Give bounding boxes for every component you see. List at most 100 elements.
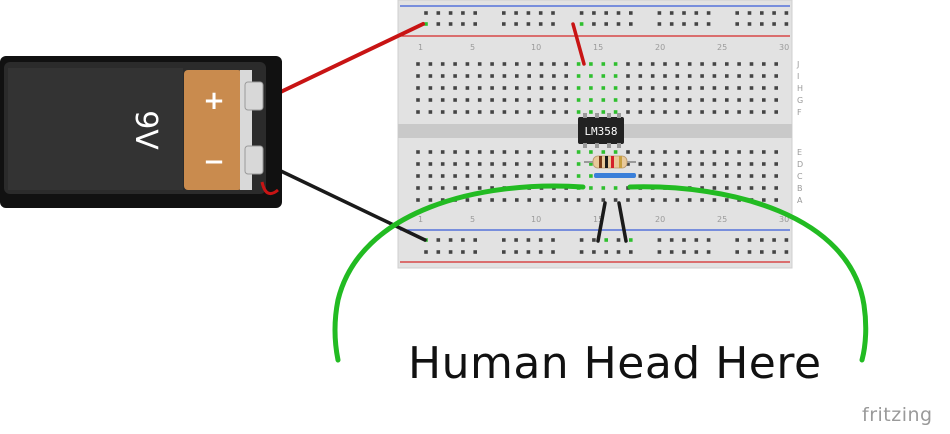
breadboard-hole[interactable] [477, 186, 482, 190]
rail-hole[interactable] [436, 238, 441, 242]
rail-hole[interactable] [551, 11, 555, 15]
rail-hole[interactable] [448, 238, 453, 242]
breadboard-hole[interactable] [539, 62, 544, 66]
breadboard-hole[interactable] [440, 186, 445, 190]
rail-hole[interactable] [461, 250, 465, 254]
breadboard-hole[interactable] [712, 186, 717, 190]
breadboard-hole[interactable] [502, 198, 507, 202]
breadboard-hole[interactable] [626, 198, 630, 202]
breadboard-hole[interactable] [725, 174, 729, 178]
battery-9v[interactable]: + − 9V [0, 56, 282, 208]
breadboard-hole[interactable] [477, 174, 482, 178]
breadboard-hole[interactable] [453, 150, 457, 154]
breadboard-hole[interactable] [712, 98, 717, 102]
rail-hole[interactable] [526, 250, 531, 254]
black-jumper-left[interactable] [596, 201, 607, 243]
breadboard-hole[interactable] [626, 98, 630, 102]
breadboard-hole[interactable] [477, 98, 482, 102]
breadboard-hole[interactable] [552, 62, 556, 66]
breadboard-hole[interactable] [700, 162, 704, 166]
rail-hole[interactable] [526, 22, 531, 26]
breadboard-hole[interactable] [440, 110, 445, 114]
breadboard-hole[interactable] [601, 62, 606, 66]
breadboard-hole[interactable] [601, 198, 606, 202]
breadboard-hole[interactable] [477, 62, 482, 66]
breadboard-hole[interactable] [539, 174, 544, 178]
breadboard-hole[interactable] [416, 174, 420, 178]
breadboard-hole[interactable] [465, 186, 470, 190]
breadboard-hole[interactable] [527, 198, 531, 202]
rail-hole[interactable] [514, 11, 518, 15]
breadboard-hole[interactable] [576, 162, 581, 166]
rail-hole[interactable] [706, 250, 711, 254]
breadboard-hole[interactable] [725, 62, 729, 66]
breadboard-hole[interactable] [477, 150, 482, 154]
breadboard-hole[interactable] [749, 86, 754, 90]
breadboard-hole[interactable] [725, 110, 729, 114]
rail-hole[interactable] [526, 238, 531, 242]
breadboard-hole[interactable] [589, 74, 593, 78]
breadboard-hole[interactable] [564, 162, 568, 166]
breadboard-hole[interactable] [650, 62, 655, 66]
breadboard-hole[interactable] [613, 186, 618, 190]
breadboard-hole[interactable] [416, 186, 420, 190]
rail-hole[interactable] [735, 11, 739, 15]
rail-hole[interactable] [694, 11, 699, 15]
breadboard-hole[interactable] [650, 174, 655, 178]
breadboard-hole[interactable] [675, 86, 680, 90]
breadboard-hole[interactable] [440, 174, 445, 178]
breadboard-hole[interactable] [712, 174, 717, 178]
breadboard-hole[interactable] [539, 150, 544, 154]
breadboard-hole[interactable] [737, 74, 741, 78]
breadboard-hole[interactable] [675, 110, 680, 114]
breadboard-hole[interactable] [613, 86, 618, 90]
breadboard-hole[interactable] [712, 110, 717, 114]
rail-hole[interactable] [784, 238, 789, 242]
rail-hole[interactable] [514, 250, 518, 254]
breadboard-hole[interactable] [675, 198, 680, 202]
breadboard-hole[interactable] [552, 162, 556, 166]
breadboard-hole[interactable] [749, 186, 754, 190]
breadboard-hole[interactable] [650, 98, 655, 102]
breadboard-hole[interactable] [416, 98, 420, 102]
rail-hole[interactable] [473, 22, 477, 26]
breadboard-hole[interactable] [774, 198, 778, 202]
breadboard-hole[interactable] [687, 86, 692, 90]
breadboard-hole[interactable] [428, 198, 433, 202]
rail-hole[interactable] [657, 11, 662, 15]
breadboard-hole[interactable] [477, 74, 482, 78]
breadboard-hole[interactable] [626, 162, 630, 166]
breadboard-hole[interactable] [564, 62, 568, 66]
breadboard-hole[interactable] [564, 198, 568, 202]
breadboard-hole[interactable] [774, 162, 778, 166]
breadboard-hole[interactable] [576, 62, 581, 66]
rail-hole[interactable] [538, 238, 543, 242]
rail-hole[interactable] [747, 22, 752, 26]
breadboard-hole[interactable] [638, 62, 643, 66]
breadboard-hole[interactable] [453, 74, 457, 78]
breadboard-hole[interactable] [749, 62, 754, 66]
breadboard-hole[interactable] [712, 74, 717, 78]
breadboard-hole[interactable] [502, 98, 507, 102]
rail-hole[interactable] [436, 22, 441, 26]
breadboard-hole[interactable] [687, 150, 692, 154]
breadboard-hole[interactable] [749, 150, 754, 154]
rail-hole[interactable] [592, 11, 596, 15]
rail-hole[interactable] [682, 250, 686, 254]
breadboard-hole[interactable] [527, 62, 531, 66]
breadboard-hole[interactable] [774, 110, 778, 114]
breadboard-hole[interactable] [737, 62, 741, 66]
rail-hole[interactable] [747, 238, 752, 242]
breadboard-hole[interactable] [552, 98, 556, 102]
breadboard-hole[interactable] [737, 110, 741, 114]
rail-hole[interactable] [784, 11, 789, 15]
breadboard-hole[interactable] [638, 162, 643, 166]
breadboard-hole[interactable] [762, 150, 766, 154]
rail-hole[interactable] [592, 238, 596, 242]
rail-hole[interactable] [424, 11, 428, 15]
breadboard-hole[interactable] [552, 150, 556, 154]
rail-hole[interactable] [502, 22, 506, 26]
breadboard-hole[interactable] [515, 98, 519, 102]
breadboard-hole[interactable] [626, 86, 630, 90]
breadboard-hole[interactable] [737, 86, 741, 90]
